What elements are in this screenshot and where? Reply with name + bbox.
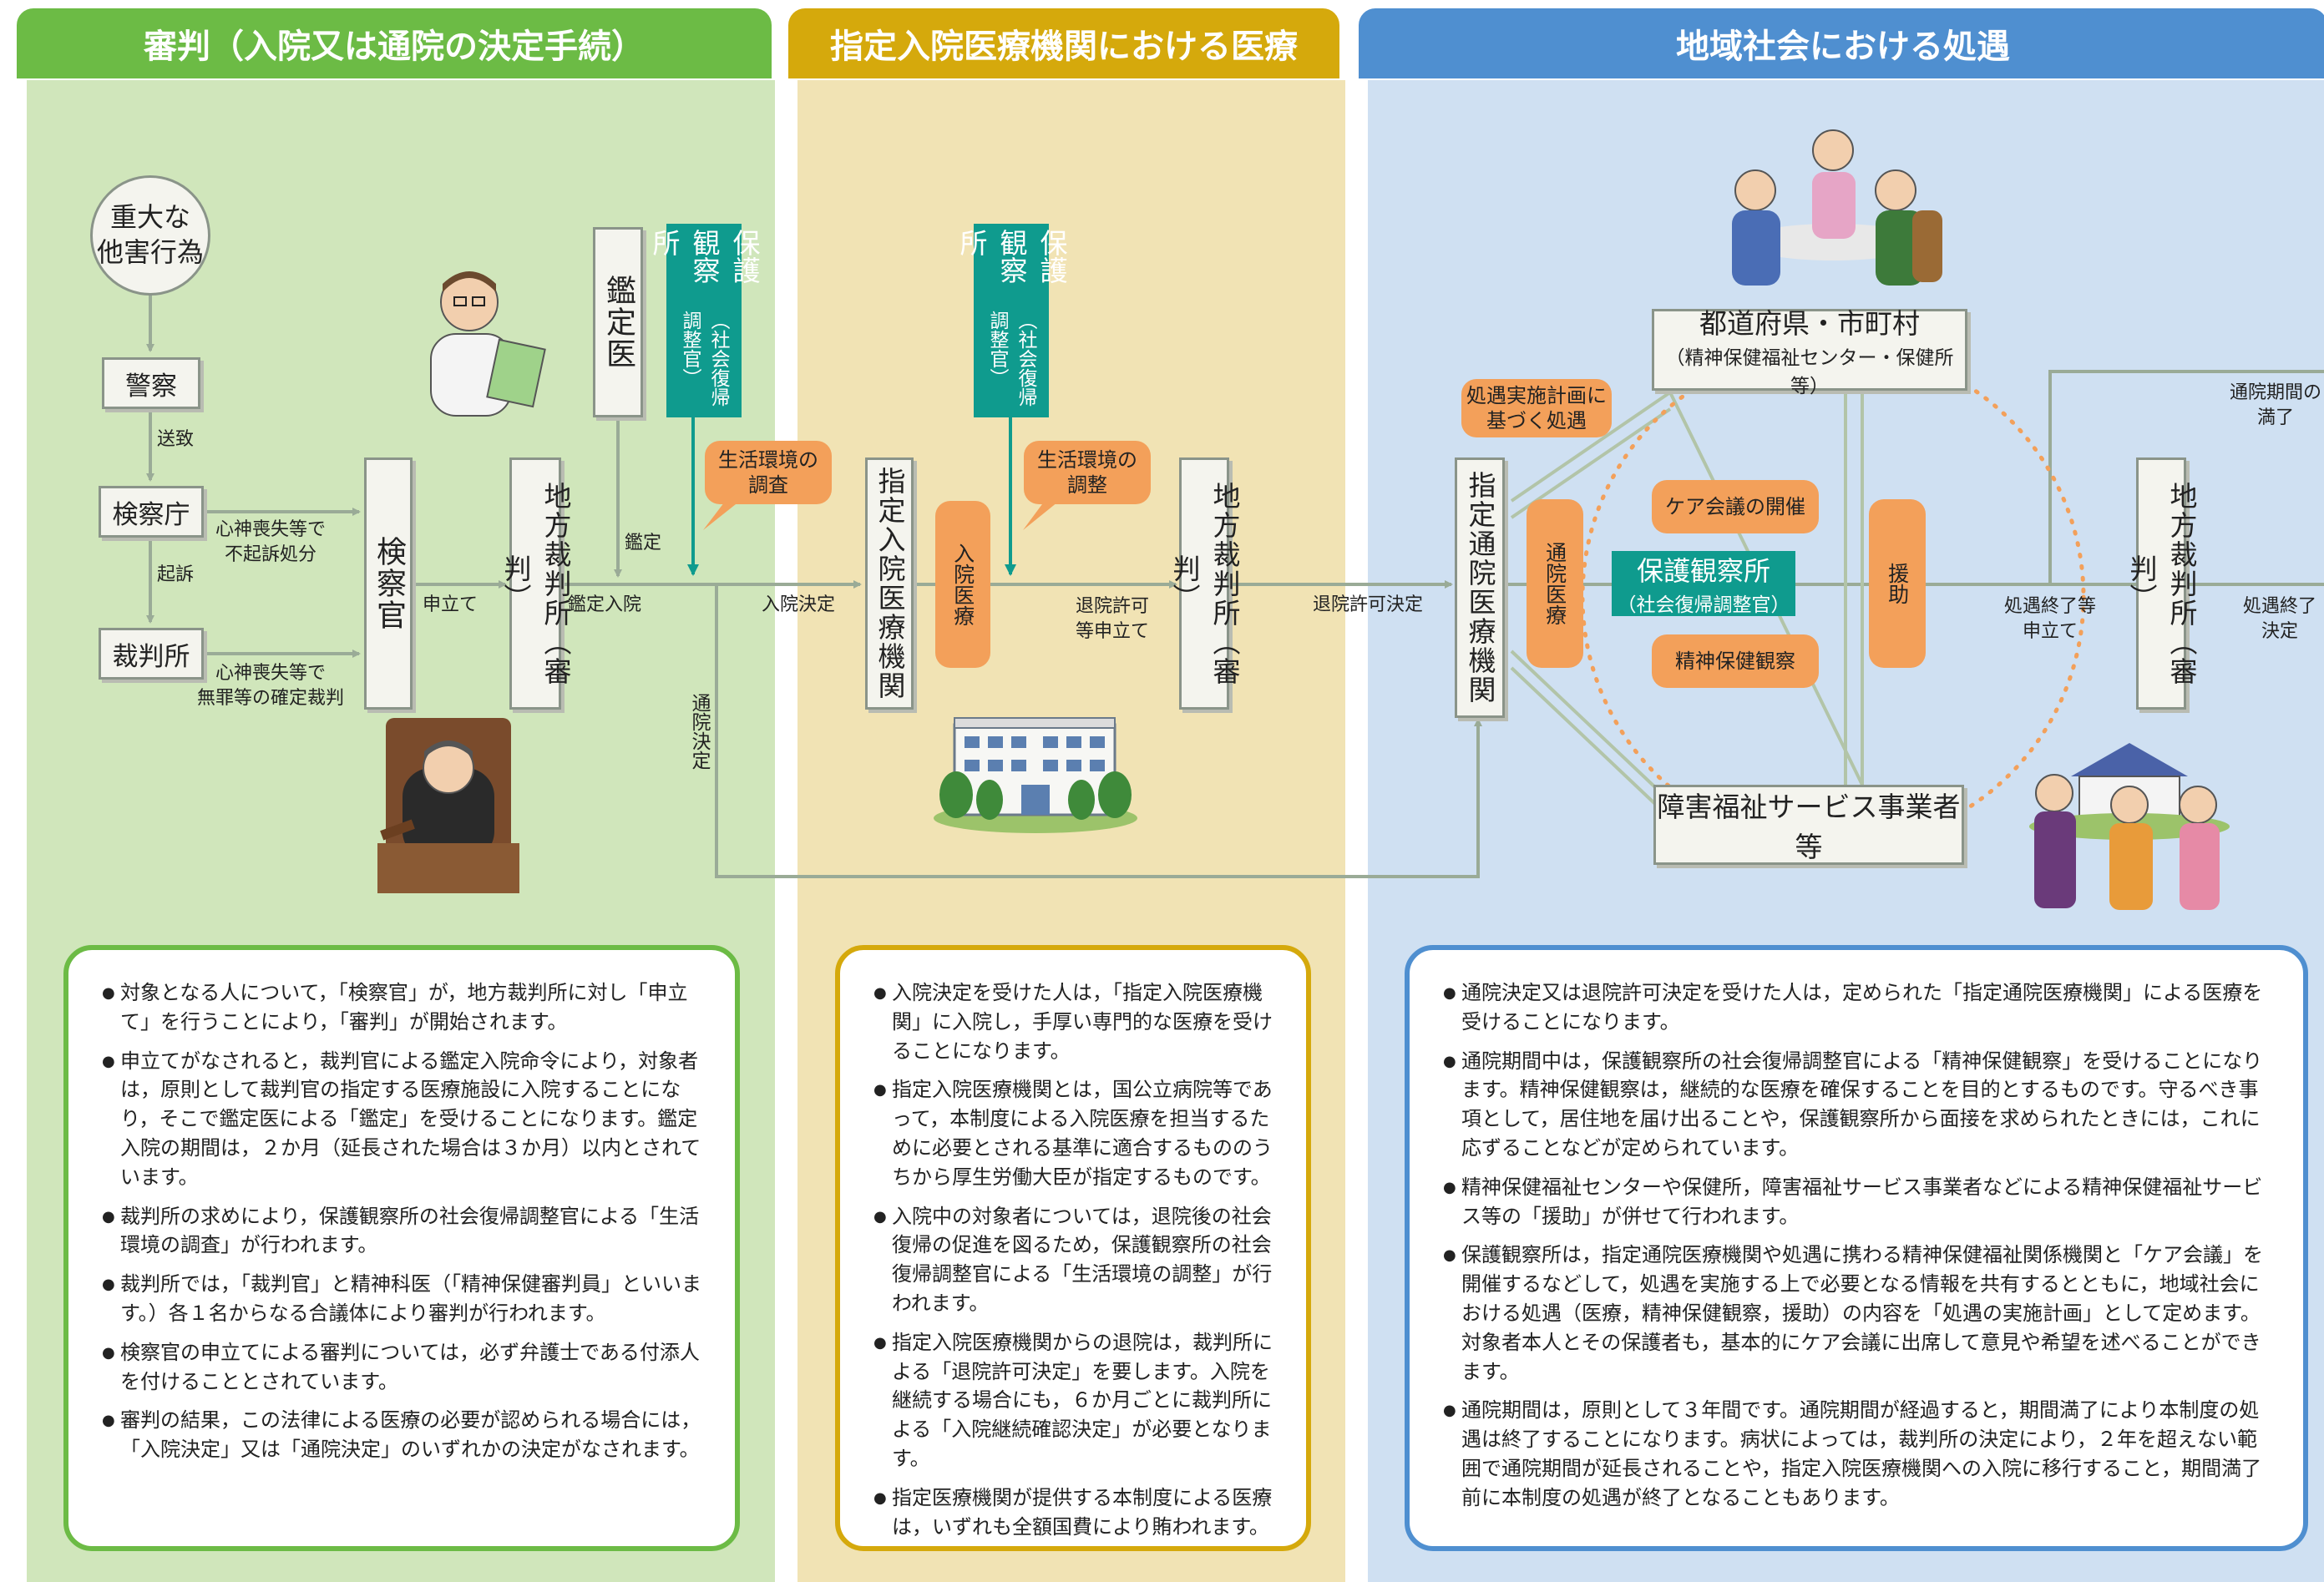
prefecture-sub: （精神保健福祉センター・保健所等）: [1665, 347, 1954, 397]
label-sending: 送致: [157, 429, 195, 450]
label-end-decision: 処遇終了 決定: [2243, 596, 2317, 642]
probation-office-3: 保護観察所 （社会復帰調整官）: [1612, 551, 1795, 616]
label-indictment: 起訴: [157, 564, 195, 585]
label-acquittal: 心神喪失等で 無罪等の確定裁判: [197, 663, 345, 709]
probation-office-2-name: 保護観察所: [955, 229, 1068, 284]
notes-inpatient-list: 入院決定を受けた人は，「指定入院医療機関」に入院し，手厚い専門的な医療を受けるこ…: [873, 978, 1278, 1541]
meeting-illustration: [1732, 129, 1942, 286]
label-period-expiry: 通院期間の 満了: [2230, 382, 2322, 428]
label-non-prosecution: 心神喪失等で 不起訴処分: [215, 519, 327, 565]
header-community: 地域社会における処遇: [1359, 8, 2324, 78]
hospital-illustration: [934, 717, 1137, 833]
note-item: 対象となる人について，「検察官」が，地方裁判所に対し「申立て」を行うことにより，…: [102, 978, 706, 1037]
probation-office-1-sub: （社会復帰調整官）: [679, 310, 729, 407]
note-item: 入院中の対象者については，退院後の社会復帰の促進を図るため，保護観察所の社会復帰…: [873, 1202, 1278, 1318]
label-petition: 申立て: [423, 594, 478, 615]
appraiser-box: 鑑定医: [593, 227, 643, 417]
court-box: 裁判所: [99, 628, 204, 680]
note-item: 審判の結果，この法律による医療の必要が認められる場合には，「入院決定」又は「通院…: [102, 1406, 706, 1464]
label-appraisal-admission: 鑑定入院: [568, 594, 642, 615]
note-item: 通院期間中は，保護観察所の社会復帰調整官による「精神保健観察」を受けることになり…: [1443, 1047, 2275, 1163]
notes-community: 通院決定又は退院許可決定を受けた人は，定められた「指定通院医療機関」による医療を…: [1405, 945, 2308, 1551]
label-discharge-decision: 退院許可決定: [1313, 594, 1424, 615]
label-appraisal: 鑑定: [625, 533, 662, 553]
note-item: 通院期間は，原則として３年間です。通院期間が経過すると，期間満了により本制度の処…: [1443, 1396, 2275, 1512]
district-court-1-box: 地方裁判所（審判）: [499, 457, 572, 710]
note-item: 指定入院医療機関からの退院は，裁判所による「退院許可決定」を要します。入院を継続…: [873, 1328, 1278, 1473]
label-outpatient-decision: 通院決定: [688, 693, 710, 770]
notes-trial-list: 対象となる人について，「検察官」が，地方裁判所に対し「申立て」を行うことにより，…: [102, 978, 706, 1464]
care-meeting-pill: ケア会議の開催: [1652, 480, 1819, 533]
probation-office-2-sub: （社会復帰調整官）: [986, 310, 1036, 407]
env-survey-callout: 生活環境の 調査: [705, 441, 832, 504]
prefecture-name: 都道府県・市町村: [1699, 307, 1920, 340]
plan-based-treatment: 処遇実施計画に 基づく処遇: [1461, 379, 1612, 437]
notes-trial: 対象となる人について，「検察官」が，地方裁判所に対し「申立て」を行うことにより，…: [63, 945, 740, 1551]
label-admission-decision: 入院決定: [762, 594, 836, 615]
note-item: 指定入院医療機関とは，国公立病院等であって，本制度による入院医療を担当するために…: [873, 1075, 1278, 1191]
note-item: 保護観察所は，指定通院医療機関や処遇に携わる精神保健福祉関係機関と「ケア会議」を…: [1443, 1241, 2275, 1386]
header-inpatient: 指定入院医療機関における医療: [788, 8, 1339, 78]
designated-outpatient-box: 指定通院医療機関: [1455, 457, 1505, 718]
note-item: 申立てがなされると，裁判官による鑑定入院命令により，対象者は，原則として裁判官の…: [102, 1047, 706, 1192]
note-item: 検察官の申立てによる審判については，必ず弁護士である付添人を付けることとされてい…: [102, 1338, 706, 1397]
probation-office-3-sub: （社会復帰調整官）: [1617, 594, 1790, 616]
prosecutor-box: 検察官: [364, 457, 413, 710]
outpatient-care-pill: 通院医療: [1527, 499, 1583, 668]
label-end-petition: 処遇終了等 申立て: [2004, 596, 2097, 642]
welfare-provider-box: 障害福祉サービス事業者等: [1653, 785, 1964, 865]
mental-observation-pill: 精神保健観察: [1652, 634, 1819, 688]
serious-harm-node: 重大な 他害行為: [90, 175, 210, 296]
probation-office-1-name: 保護観察所: [648, 229, 761, 284]
police-box: 警察: [102, 357, 200, 409]
note-item: 指定医療機関が提供する本制度による医療は，いずれも全額国費により賄われます。: [873, 1483, 1278, 1542]
notes-community-list: 通院決定又は退院許可決定を受けた人は，定められた「指定通院医療機関」による医療を…: [1443, 978, 2275, 1513]
notes-inpatient: 入院決定を受けた人は，「指定入院医療機関」に入院し，手厚い専門的な医療を受けるこ…: [835, 945, 1311, 1551]
probation-office-2: 保護観察所 （社会復帰調整官）: [955, 224, 1068, 417]
label-discharge-petition: 退院許可 等申立て: [1076, 596, 1150, 642]
note-item: 入院決定を受けた人は，「指定入院医療機関」に入院し，手厚い専門的な医療を受けるこ…: [873, 978, 1278, 1065]
note-item: 通院決定又は退院許可決定を受けた人は，定められた「指定通院医療機関」による医療を…: [1443, 978, 2275, 1037]
support-pill: 援助: [1869, 499, 1926, 668]
designated-inpatient-box: 指定入院医療機関: [865, 457, 914, 710]
note-item: 裁判所では，「裁判官」と精神科医（「精神保健審判員」といいます。）各１名からなる…: [102, 1270, 706, 1328]
note-item: 裁判所の求めにより，保護観察所の社会復帰調整官による「生活環境の調査」が行われま…: [102, 1202, 706, 1261]
district-court-2-box: 地方裁判所（審判）: [1168, 457, 1241, 710]
env-adjust-callout: 生活環境の 調整: [1024, 441, 1151, 504]
district-court-3-box: 地方裁判所（審判）: [2125, 457, 2198, 710]
prosecutor-office-box: 検察庁: [99, 486, 204, 538]
appraiser-illustration: [430, 271, 546, 417]
inpatient-care-pill: 入院医療: [935, 501, 990, 668]
family-illustration: [2029, 743, 2230, 910]
header-trial: 審判（入院又は通院の決定手続）: [17, 8, 772, 78]
prefecture-box: 都道府県・市町村 （精神保健福祉センター・保健所等）: [1652, 307, 1967, 397]
probation-office-3-name: 保護観察所: [1636, 555, 1770, 587]
note-item: 精神保健福祉センターや保健所，障害福祉サービス事業者などによる精神保健福祉サービ…: [1443, 1173, 2275, 1231]
judge-illustration: [377, 718, 519, 893]
probation-office-1: 保護観察所 （社会復帰調整官）: [648, 224, 761, 417]
